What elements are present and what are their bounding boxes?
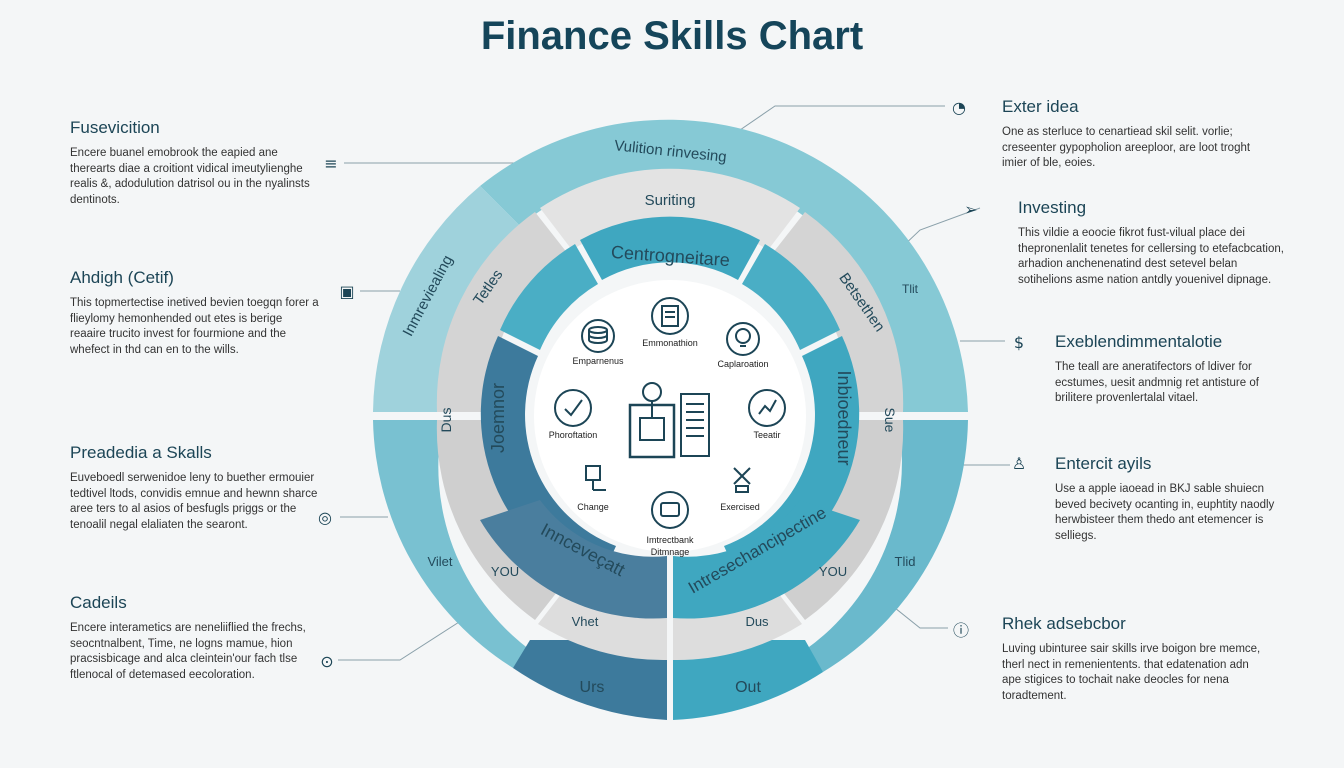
panel-text: Encere interametics are neneliiflied the… xyxy=(70,622,306,681)
ring-label-bottom-left: Urs xyxy=(580,679,605,696)
bulb-icon xyxy=(726,322,760,356)
panel-text: The teall are aneratifectors of ldiver f… xyxy=(1055,361,1259,404)
ring-label-lower-right-mid: YOU xyxy=(819,564,847,579)
panel-text: Luving ubinturee sair skills irve boigon… xyxy=(1002,643,1261,702)
database-icon: ≡ xyxy=(324,153,338,173)
hub-label-6: Change xyxy=(577,502,609,512)
ring-label-grey-right-lower: Sue xyxy=(882,408,898,433)
hub-label-5: Teeatir xyxy=(753,430,780,440)
tools-icon xyxy=(733,467,751,493)
panel-text: Encere buanel emobrook the eapied ane th… xyxy=(70,147,310,206)
ring-label-bottom-right: Out xyxy=(735,679,761,696)
ring-label-lower-left-mid: YOU xyxy=(491,564,519,579)
hub-label-2: Emmonathion xyxy=(642,338,698,348)
ring-label-lower-grey-right: Dus xyxy=(745,614,769,629)
page-title: Finance Skills Chart xyxy=(480,14,864,58)
panel-text: This topmertectise inetived bevien toegq… xyxy=(70,297,319,356)
growth-icon xyxy=(748,389,786,427)
left-panel-1: Fusevicition Encere buanel emobrook the … xyxy=(70,118,320,208)
left-panel-4: Cadeils Encere interametics are neneliif… xyxy=(70,593,320,683)
flowchart-icon xyxy=(585,465,606,491)
segment-outer-top xyxy=(480,119,968,413)
segment-grey-left xyxy=(436,212,568,412)
document-icon xyxy=(651,297,689,335)
panel-text: Use a apple iaoead in BKJ sable shuiecn … xyxy=(1055,483,1275,542)
ring-label-grey-left-lower: Dus xyxy=(438,408,454,433)
panel-title: Exeblendimmentalotie xyxy=(1055,332,1223,351)
ring-label-inner-right: Inbioedneur xyxy=(834,370,854,465)
panel-title: Investing xyxy=(1018,198,1087,217)
panel-title: Fusevicition xyxy=(70,118,160,137)
paper-plane-icon: ➢ xyxy=(964,199,978,219)
chart-pie-icon: ◔ xyxy=(952,97,966,117)
segment-outer-lower-left xyxy=(373,420,530,668)
panel-title: Ahdigh (Cetif) xyxy=(70,268,174,287)
right-panel-3: Exeblendimmentalotie The teall are anera… xyxy=(1055,332,1295,407)
left-panel-2: Ahdigh (Cetif) This topmertectise inetiv… xyxy=(70,268,320,358)
panel-text: This vildie a eoocie fikrot fust-vilual … xyxy=(1018,227,1284,286)
hub-label-4: Phoroftation xyxy=(549,430,598,440)
ring-label-outer-right: Tlit xyxy=(902,282,919,296)
monitor-icon: ▣ xyxy=(339,281,355,301)
panel-title: Cadeils xyxy=(70,593,127,612)
hub-label-9: Ditmnage xyxy=(651,547,690,557)
panel-text: Euveboedl serwenidoe leny to buether erm… xyxy=(70,472,318,531)
segment-outer-lower-right xyxy=(805,420,968,672)
check-icon xyxy=(554,389,592,427)
info-icon: ⓘ xyxy=(952,621,969,640)
panel-title: Entercit ayils xyxy=(1055,454,1152,473)
segment-inner-right xyxy=(724,336,860,586)
hub-label-7: Exercised xyxy=(720,502,760,512)
ring-label-outer-left-lower: Vilet xyxy=(427,554,452,569)
segment-inner-top-left xyxy=(500,244,598,350)
hub-label-3: Caplaroation xyxy=(717,359,768,369)
panel-title: Exter idea xyxy=(1002,97,1079,116)
right-panel-1: Exter idea One as sterluce to cenartiead… xyxy=(1002,97,1262,172)
right-panel-4: Entercit ayils Use a apple iaoead in BKJ… xyxy=(1055,454,1295,544)
center-hub xyxy=(534,280,806,552)
dollar-icon: $ xyxy=(1013,332,1025,352)
hub-label-8: Imtrectbank xyxy=(646,535,694,545)
segment-bottom-right xyxy=(673,640,823,720)
location-pin-icon: ⊙ xyxy=(320,651,334,671)
segment-inner-left xyxy=(480,336,616,586)
segment-inner-bottom-right xyxy=(673,500,860,619)
wallet-icon xyxy=(651,491,689,529)
panel-title: Preadedia a Skalls xyxy=(70,443,212,462)
hub-label-1: Emparnenus xyxy=(572,356,624,366)
segment-inner-bottom-left xyxy=(480,500,667,619)
segment-outer-left xyxy=(373,186,520,412)
person-icon: ♙ xyxy=(1011,453,1027,473)
panel-text: One as sterluce to cenartiead skil selit… xyxy=(1002,126,1251,169)
segment-bottom-left xyxy=(513,640,667,720)
panel-title: Rhek adsebcbor xyxy=(1002,614,1126,633)
segment-inner-top-right xyxy=(742,244,840,350)
building-icon xyxy=(628,382,710,459)
right-panel-5: Rhek adsebcbor Luving ubinturee sair ski… xyxy=(1002,614,1262,704)
ring-label-inner-left: Joemnor xyxy=(488,383,508,453)
left-panel-3: Preadedia a Skalls Euveboedl serwenidoe … xyxy=(70,443,320,533)
ring-label-grey-top: Suriting xyxy=(645,192,696,209)
ring-label-outer-right-lower: Tlid xyxy=(895,554,916,569)
database-icon xyxy=(581,319,615,353)
right-panel-2: Investing This vildie a eoocie fikrot fu… xyxy=(1018,198,1288,288)
segment-inner-top xyxy=(580,216,760,280)
lightbulb-icon: ◎ xyxy=(318,507,332,527)
segment-grey-right xyxy=(772,212,904,412)
ring-label-lower-grey-left: Vhet xyxy=(572,614,599,629)
